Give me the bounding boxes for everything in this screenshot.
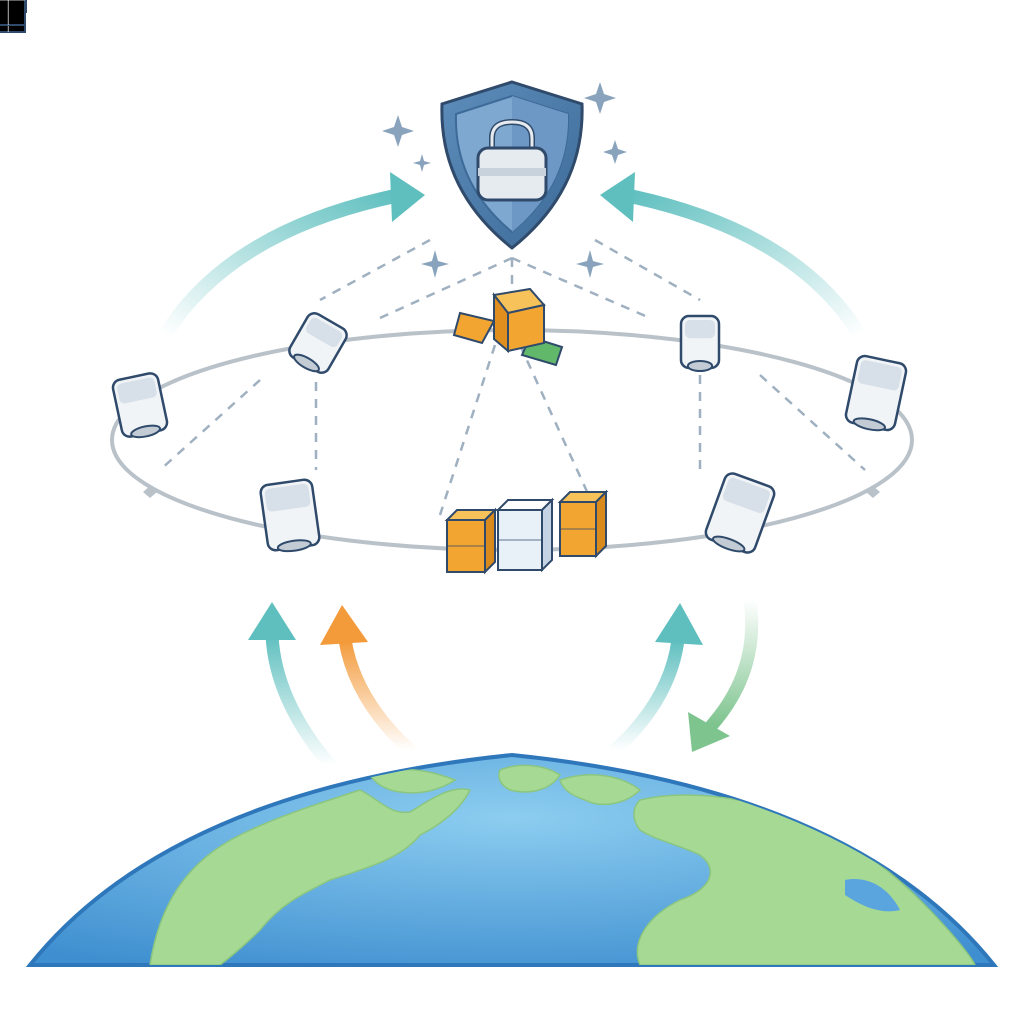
data-block-icon [495, 497, 555, 573]
satellite-body [259, 478, 321, 553]
orbit-node-left [143, 486, 157, 498]
satellite-body [844, 354, 908, 432]
satellite-icon [0, 0, 169, 439]
link-center-left [438, 344, 497, 516]
data-block-icon [557, 489, 609, 559]
link-upper-right [594, 238, 701, 302]
link-shield-left [379, 256, 513, 320]
satellite-group [0, 0, 908, 554]
data-block-icon [444, 507, 498, 575]
sparkle-icon [603, 140, 627, 164]
link-left-cross [159, 379, 261, 471]
link-center-right [518, 344, 602, 521]
earth-continents [149, 764, 977, 965]
arrow-up-left-icon [600, 172, 867, 342]
satellite-body [704, 472, 776, 554]
satellite-body [111, 372, 169, 439]
arrow-up-right-icon [158, 172, 425, 342]
sparkles [382, 82, 627, 278]
lake-inland [845, 879, 900, 912]
continent-north-europe [559, 774, 642, 806]
arrow-down-icon [688, 593, 759, 752]
satellite-body [288, 312, 348, 374]
orbit-node-right [866, 486, 880, 498]
link-upper-left [319, 238, 431, 302]
data-block-group [444, 489, 609, 575]
solar-panel [0, 0, 26, 26]
arrow-up-icon [248, 602, 337, 772]
sparkle-icon [413, 154, 431, 172]
satellite-icon [0, 0, 721, 372]
lock-icon [476, 118, 548, 202]
link-shield-right [511, 256, 651, 320]
continent-americas [149, 788, 472, 965]
continent-greenland [368, 768, 457, 794]
earth-globe-icon [25, 752, 999, 967]
sparkle-icon [382, 115, 414, 147]
sparkle-icon [576, 250, 604, 278]
satellite-body [679, 314, 721, 372]
arrow-up-icon [608, 603, 703, 757]
shield-lock-icon [440, 80, 584, 250]
sparkle-icon [584, 82, 616, 114]
continent-iceland [498, 764, 562, 793]
dashed-links [159, 238, 866, 521]
satellite-icon [0, 0, 776, 554]
sparkle-icon [421, 250, 449, 278]
arrow-up-icon [320, 605, 417, 757]
link-right-cross [759, 374, 866, 471]
relay-cube-icon [452, 287, 564, 367]
satellite-icon [0, 0, 908, 432]
satellite-icon [0, 0, 321, 553]
